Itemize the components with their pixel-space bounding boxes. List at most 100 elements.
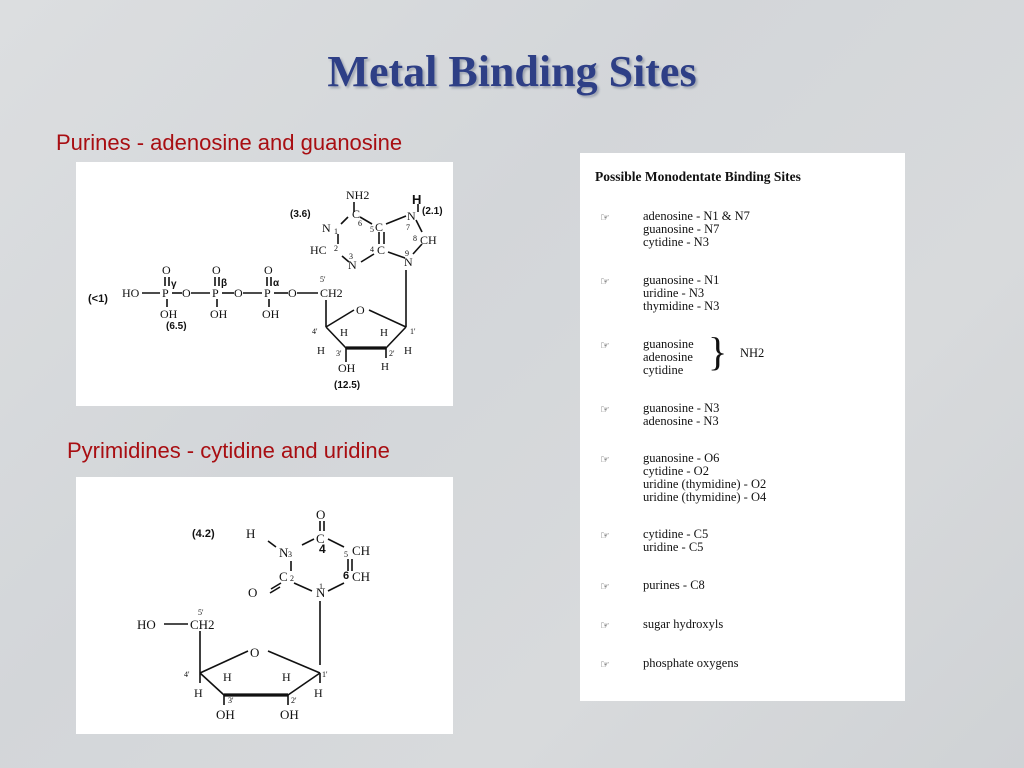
atom-hc2: HC (310, 243, 327, 257)
atom-nh2: NH2 (346, 188, 369, 202)
atom-c4: C (316, 531, 325, 546)
pointing-hand-icon: ☞ (600, 339, 610, 352)
ribose-ring-bonds (325, 270, 407, 362)
ring-number: 2' (291, 696, 297, 705)
brace-symbol: } (708, 329, 728, 374)
site-line: adenosine - N1 & N7 (643, 209, 750, 223)
purines-caption: Purines - adenosine and guanosine (56, 130, 403, 155)
atom-ch2: CH2 (320, 286, 343, 300)
site-line: guanosine - N3 (643, 401, 720, 415)
pointing-hand-icon: ☞ (600, 453, 610, 466)
atom-h: H (314, 686, 323, 700)
atom-oh-3prime: OH (338, 361, 356, 375)
atom-o-ring: O (356, 303, 365, 317)
atom-h: H (282, 670, 291, 684)
site-line: guanosine - N7 (643, 222, 720, 236)
atom-o-ring: O (250, 645, 259, 660)
pointing-hand-icon: ☞ (600, 658, 610, 671)
atom-h: H (194, 686, 203, 700)
pointing-hand-icon: ☞ (600, 529, 610, 542)
atom-o: O (264, 263, 273, 277)
pointing-hand-icon: ☞ (600, 619, 610, 632)
atom-h: H (246, 526, 255, 541)
ring-number: 4' (312, 327, 318, 336)
atom-oh-3prime: OH (216, 707, 235, 722)
ring-number: 6 (358, 219, 362, 228)
slide-title: Metal Binding Sites (327, 47, 697, 96)
pyrimidine-structure-figure: O H N C CH CH O C N 3 5 2 1 (4.2) 4 6 HO… (76, 477, 453, 734)
binding-sites-panel: Possible Monodentate Binding Sites ☞ ade… (580, 153, 905, 701)
atom-oh: OH (262, 307, 280, 321)
atom-o: O (212, 263, 221, 277)
binding-sites-heading: Possible Monodentate Binding Sites (595, 169, 801, 184)
atom-h: H (317, 345, 325, 357)
ring-number: 3' (336, 349, 342, 358)
pointing-hand-icon: ☞ (600, 580, 610, 593)
atom-p-beta: P (212, 286, 219, 300)
atom-oh: OH (210, 307, 228, 321)
site-line: cytidine (643, 363, 684, 377)
annotation-n1-pka: (3.6) (290, 209, 311, 220)
purine-structure-figure: NH2 C N C N CH HC C N N 6 1 5 7 8 2 4 3 … (76, 162, 453, 406)
atom-ch5: CH (352, 543, 370, 558)
pyrimidine-ring-bonds (267, 521, 353, 594)
annotation-n3-pka: (4.2) (192, 528, 215, 540)
atom-c4: C (377, 243, 385, 257)
greek-gamma: γ (171, 279, 177, 290)
site-line: thymidine - N3 (643, 299, 720, 313)
ring-number: 4 (370, 245, 374, 254)
site-line: adenosine - N3 (643, 414, 719, 428)
ring-number: 2 (290, 574, 294, 583)
annotation-ring-6: 6 (343, 570, 349, 582)
site-line: adenosine (643, 350, 693, 364)
pointing-hand-icon: ☞ (600, 275, 610, 288)
annotation-phosphate-pka: (<1) (88, 293, 108, 305)
site-line: purines - C8 (643, 578, 705, 592)
ring-number: 9 (405, 249, 409, 258)
atom-h: H (380, 327, 388, 339)
ring-number: 1' (410, 327, 416, 336)
ring-number: 5' (320, 275, 326, 284)
atom-o: O (182, 286, 191, 300)
atom-ho: HO (122, 286, 140, 300)
ring-number: 8 (413, 234, 417, 243)
atom-p-alpha: P (264, 286, 271, 300)
pyrimidines-caption: Pyrimidines - cytidine and uridine (67, 438, 390, 463)
atom-n1: N (316, 585, 326, 600)
atom-o2: O (248, 585, 257, 600)
site-line: guanosine - N1 (643, 273, 720, 287)
atom-ch6: CH (352, 569, 370, 584)
atom-o4: O (316, 507, 325, 522)
site-line: phosphate oxygens (643, 656, 739, 670)
ring-number: 3 (349, 252, 353, 261)
site-line: cytidine - C5 (643, 527, 709, 541)
ring-number: 2' (389, 349, 395, 358)
ring-number: 4' (184, 670, 190, 679)
atom-n9: N (404, 255, 413, 269)
atom-h: H (381, 361, 389, 373)
purine-structure-diagram: NH2 C N C N CH HC C N N 6 1 5 7 8 2 4 3 … (88, 188, 443, 391)
pointing-hand-icon: ☞ (600, 211, 610, 224)
site-line: cytidine - N3 (643, 235, 709, 249)
site-line: guanosine (643, 337, 694, 351)
atom-o: O (234, 286, 243, 300)
nh2-label: NH2 (740, 346, 765, 360)
atom-c5: C (375, 220, 383, 234)
annotation-sugar-pka: (12.5) (334, 380, 360, 391)
atom-h: H (404, 345, 412, 357)
atom-n7: N (407, 209, 416, 223)
atom-c6: C (352, 207, 360, 221)
atom-n3: N (348, 258, 357, 272)
atom-o: O (288, 286, 297, 300)
site-line: uridine - C5 (643, 540, 704, 554)
atom-oh-2prime: OH (280, 707, 299, 722)
ring-number: 1 (334, 227, 338, 236)
site-line: sugar hydroxyls (643, 617, 724, 631)
ring-number: 5 (344, 550, 348, 559)
ring-number: 5 (370, 225, 374, 234)
site-line: uridine - N3 (643, 286, 705, 300)
ring-number: 1 (319, 582, 323, 591)
ring-number: 1' (322, 670, 328, 679)
greek-beta: β (221, 278, 227, 289)
site-line: uridine (thymidine) - O4 (643, 490, 767, 504)
